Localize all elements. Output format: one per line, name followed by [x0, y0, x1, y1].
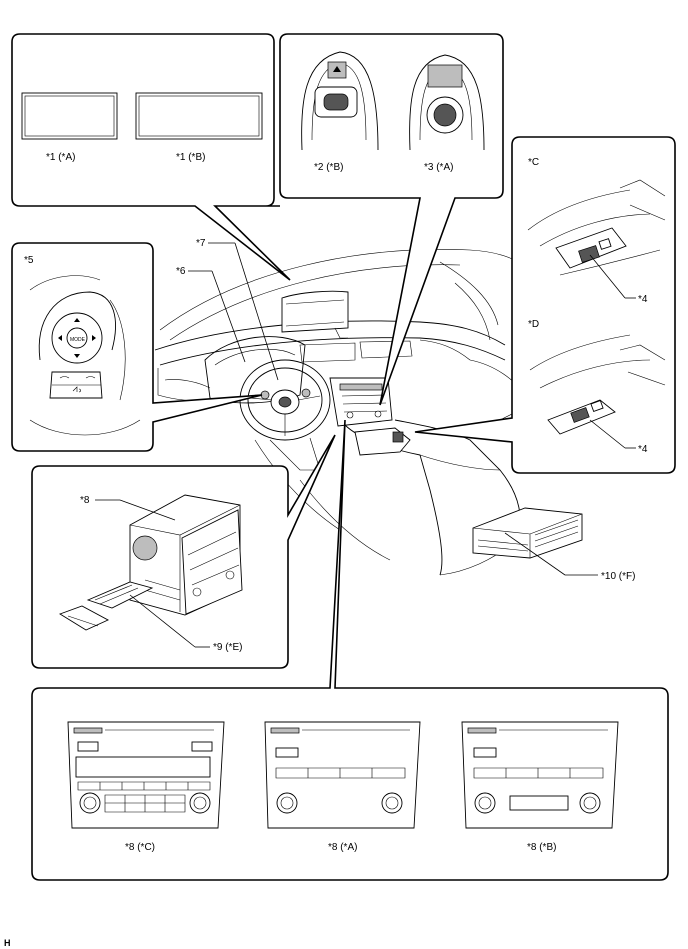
radio-panel-a	[264, 721, 421, 829]
steering-label: *7	[196, 238, 206, 249]
amplifier-label: *10 (*F)	[601, 571, 635, 582]
display-detail-frame: *1 (*A) *1 (*B)	[11, 33, 291, 281]
remote-touch-controller-b	[301, 51, 379, 151]
panel-a-label: *8 (*A)	[328, 842, 357, 853]
radio-panel-c	[67, 721, 225, 829]
steering-switch-detail-frame: MODE *5	[11, 242, 263, 452]
figure-code: H	[4, 938, 11, 948]
steering-switch-label: *5	[24, 255, 34, 266]
display-a	[21, 92, 118, 140]
remote-touch-controller-a	[409, 54, 485, 151]
bracket-label: *9 (*E)	[213, 642, 242, 653]
panel-b-label: *8 (*B)	[527, 842, 556, 853]
radio-receiver-assembly	[129, 494, 243, 616]
panel-c-label: *8 (*C)	[125, 842, 155, 853]
jack-d-label: *4	[638, 444, 648, 455]
controller-a-label: *3 (*A)	[424, 162, 453, 173]
display-a-label: *1 (*A)	[46, 152, 75, 163]
steering-switch-illustration: MODE	[29, 275, 141, 436]
radio-panel-b	[461, 721, 619, 829]
radio-bracket	[58, 581, 154, 631]
meter-label: *6	[176, 266, 186, 277]
vehicle-interior-illustration	[154, 249, 583, 576]
mode-button-text: MODE	[70, 337, 86, 343]
jack-detail-frame: *C *D *4 *4	[414, 136, 676, 474]
jack-c-label: *4	[638, 294, 648, 305]
radio-detail-frame: *8 *9 (*E)	[31, 434, 336, 669]
view-c-label: *C	[528, 157, 539, 168]
view-c-illustration	[527, 179, 666, 276]
view-d-illustration	[529, 334, 666, 435]
view-d-label: *D	[528, 319, 539, 330]
controller-detail-frame: *2 (*B) *3 (*A)	[279, 33, 504, 406]
amplifier-unit	[472, 507, 583, 559]
radio-panels-frame: *8 (*C) *8 (*A) *8 (*B)	[31, 419, 669, 881]
controller-b-label: *2 (*B)	[314, 162, 343, 173]
display-b	[135, 92, 263, 140]
radio-label: *8	[80, 495, 90, 506]
main-view-callouts: *7 *6 *10 (*F)	[176, 238, 635, 582]
display-b-label: *1 (*B)	[176, 152, 205, 163]
